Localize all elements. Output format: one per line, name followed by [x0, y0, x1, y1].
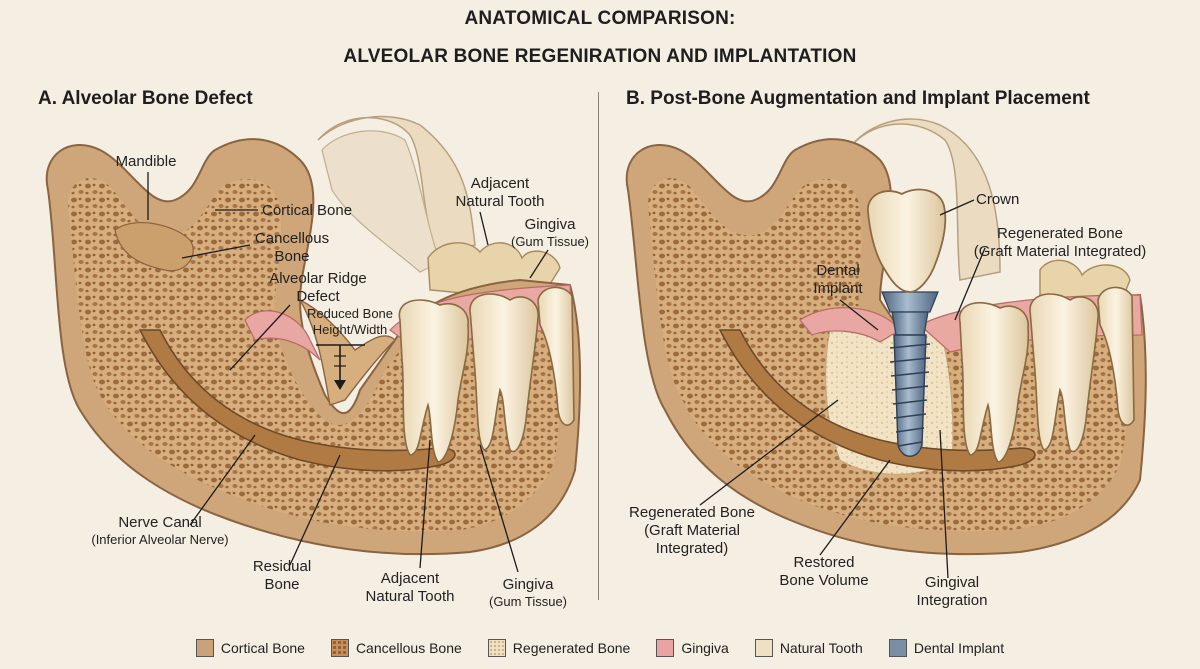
legend-label-gingiva: Gingiva — [681, 640, 729, 656]
label-ridge-line-1: Alveolar Ridge — [269, 270, 367, 287]
label-cancellous-line-2: Bone — [274, 248, 310, 265]
legend-label-cortical: Cortical Bone — [220, 640, 305, 656]
panel-divider — [598, 92, 599, 600]
label-reduced-line-2: Height/Width — [312, 322, 388, 337]
label-alveolar-ridge-defect: Alveolar Ridge Defect — [269, 270, 367, 306]
dental-implant — [881, 291, 939, 457]
label-residual-line-2: Bone — [264, 576, 300, 593]
label-adjacent-top-line-2: Natural Tooth — [455, 193, 545, 210]
label-regen-bottom-line-1: Regenerated Bone — [629, 504, 755, 521]
label-gingiva-top-sub: (Gum Tissue) — [510, 234, 590, 249]
label-implant-line-1: Dental — [816, 262, 860, 279]
legend-label-dental-implant: Dental Implant — [913, 640, 1005, 656]
panel-b-jaw — [625, 118, 1147, 556]
label-cancellous-bone: Cancellous Bone — [255, 230, 329, 266]
label-cancellous-line-1: Cancellous — [254, 230, 330, 247]
legend-swatch-cortical — [195, 639, 214, 657]
label-regen-top-line-1: Regenerated Bone — [997, 225, 1123, 242]
label-ridge-line-2: Defect — [296, 288, 340, 305]
legend-label-natural-tooth: Natural Tooth — [779, 640, 863, 656]
label-regen-top-line-2: (Graft Material Integrated) — [973, 243, 1147, 260]
label-gingiva-top: Gingiva (Gum Tissue) — [511, 216, 589, 250]
label-residual-bone: Residual Bone — [253, 558, 311, 594]
label-gingiva-bottom: Gingiva (Gum Tissue) — [489, 576, 567, 610]
label-gingiva-top-line-1: Gingiva — [524, 216, 576, 233]
label-gingival-line-1: Gingival — [924, 574, 980, 591]
legend: Cortical Bone Cancellous Bone Regenerate… — [0, 636, 1200, 660]
page-title-line-1: ANATOMICAL COMPARISON: — [464, 8, 736, 29]
label-regenerated-bone-bottom: Regenerated Bone (Graft Material Integra… — [629, 504, 755, 558]
label-adjacent-bottom-line-1: Adjacent — [380, 570, 440, 587]
label-gingival-line-2: Integration — [916, 592, 988, 609]
label-gingival-integration: Gingival Integration — [917, 574, 988, 610]
panel-b-heading: B. Post-Bone Augmentation and Implant Pl… — [626, 88, 1090, 109]
implant-crown — [867, 188, 947, 293]
label-nerve-line-1: Nerve Canal — [118, 514, 202, 531]
legend-item-dental-implant: Dental Implant — [888, 639, 1005, 657]
label-adjacent-bottom-line-2: Natural Tooth — [365, 588, 455, 605]
panel-b-teeth — [958, 286, 1135, 463]
label-regen-bottom-line-2: (Graft Material — [644, 522, 740, 539]
legend-item-gingiva: Gingiva — [656, 639, 729, 657]
label-nerve-sub: (Inferior Alveolar Nerve) — [91, 532, 229, 547]
legend-item-natural-tooth: Natural Tooth — [754, 639, 863, 657]
label-adjacent-tooth-bottom: Adjacent Natural Tooth — [366, 570, 455, 606]
label-cortical-bone: Cortical Bone — [262, 202, 353, 219]
label-restored-line-2: Bone Volume — [779, 572, 869, 589]
page-title-line-2: ALVEOLAR BONE REGENIRATION AND IMPLANTAT… — [343, 46, 857, 67]
legend-label-regenerated: Regenerated Bone — [512, 640, 631, 656]
label-implant-line-2: Implant — [813, 280, 863, 297]
legend-label-cancellous: Cancellous Bone — [355, 640, 462, 656]
legend-item-cancellous-bone: Cancellous Bone — [330, 639, 462, 657]
legend-swatch-gingiva — [656, 639, 675, 657]
label-gingiva-bottom-sub: (Gum Tissue) — [488, 594, 568, 609]
panel-a-heading: A. Alveolar Bone Defect — [38, 88, 253, 109]
legend-item-regenerated-bone: Regenerated Bone — [487, 639, 631, 657]
label-regen-bottom-line-3: Integrated) — [655, 540, 729, 557]
label-adjacent-tooth-top: Adjacent Natural Tooth — [456, 175, 545, 211]
label-reduced-bone: Reduced Bone Height/Width — [307, 306, 393, 338]
label-gingiva-bottom-line-1: Gingiva — [502, 576, 554, 593]
label-restored-bone-volume: Restored Bone Volume — [779, 554, 868, 590]
label-adjacent-top-line-1: Adjacent — [470, 175, 530, 192]
legend-swatch-cancellous — [330, 639, 349, 657]
legend-swatch-natural-tooth — [754, 639, 773, 657]
label-dental-implant: Dental Implant — [813, 262, 862, 298]
panel-a-jaw — [45, 115, 581, 556]
label-nerve-canal: Nerve Canal (Inferior Alveolar Nerve) — [91, 514, 228, 548]
label-reduced-line-1: Reduced Bone — [306, 306, 394, 321]
panel-a-leaders — [147, 172, 549, 573]
legend-item-cortical-bone: Cortical Bone — [195, 639, 305, 657]
label-regenerated-bone-top: Regenerated Bone (Graft Material Integra… — [974, 225, 1147, 261]
label-residual-line-1: Residual — [252, 558, 312, 575]
label-crown: Crown — [976, 191, 1020, 208]
panel-a-teeth — [398, 286, 575, 463]
panel-b-leaders — [699, 199, 986, 579]
label-mandible: Mandible — [115, 153, 177, 170]
label-restored-line-1: Restored — [793, 554, 855, 571]
legend-swatch-regenerated — [487, 639, 506, 657]
legend-swatch-dental-implant — [888, 639, 907, 657]
